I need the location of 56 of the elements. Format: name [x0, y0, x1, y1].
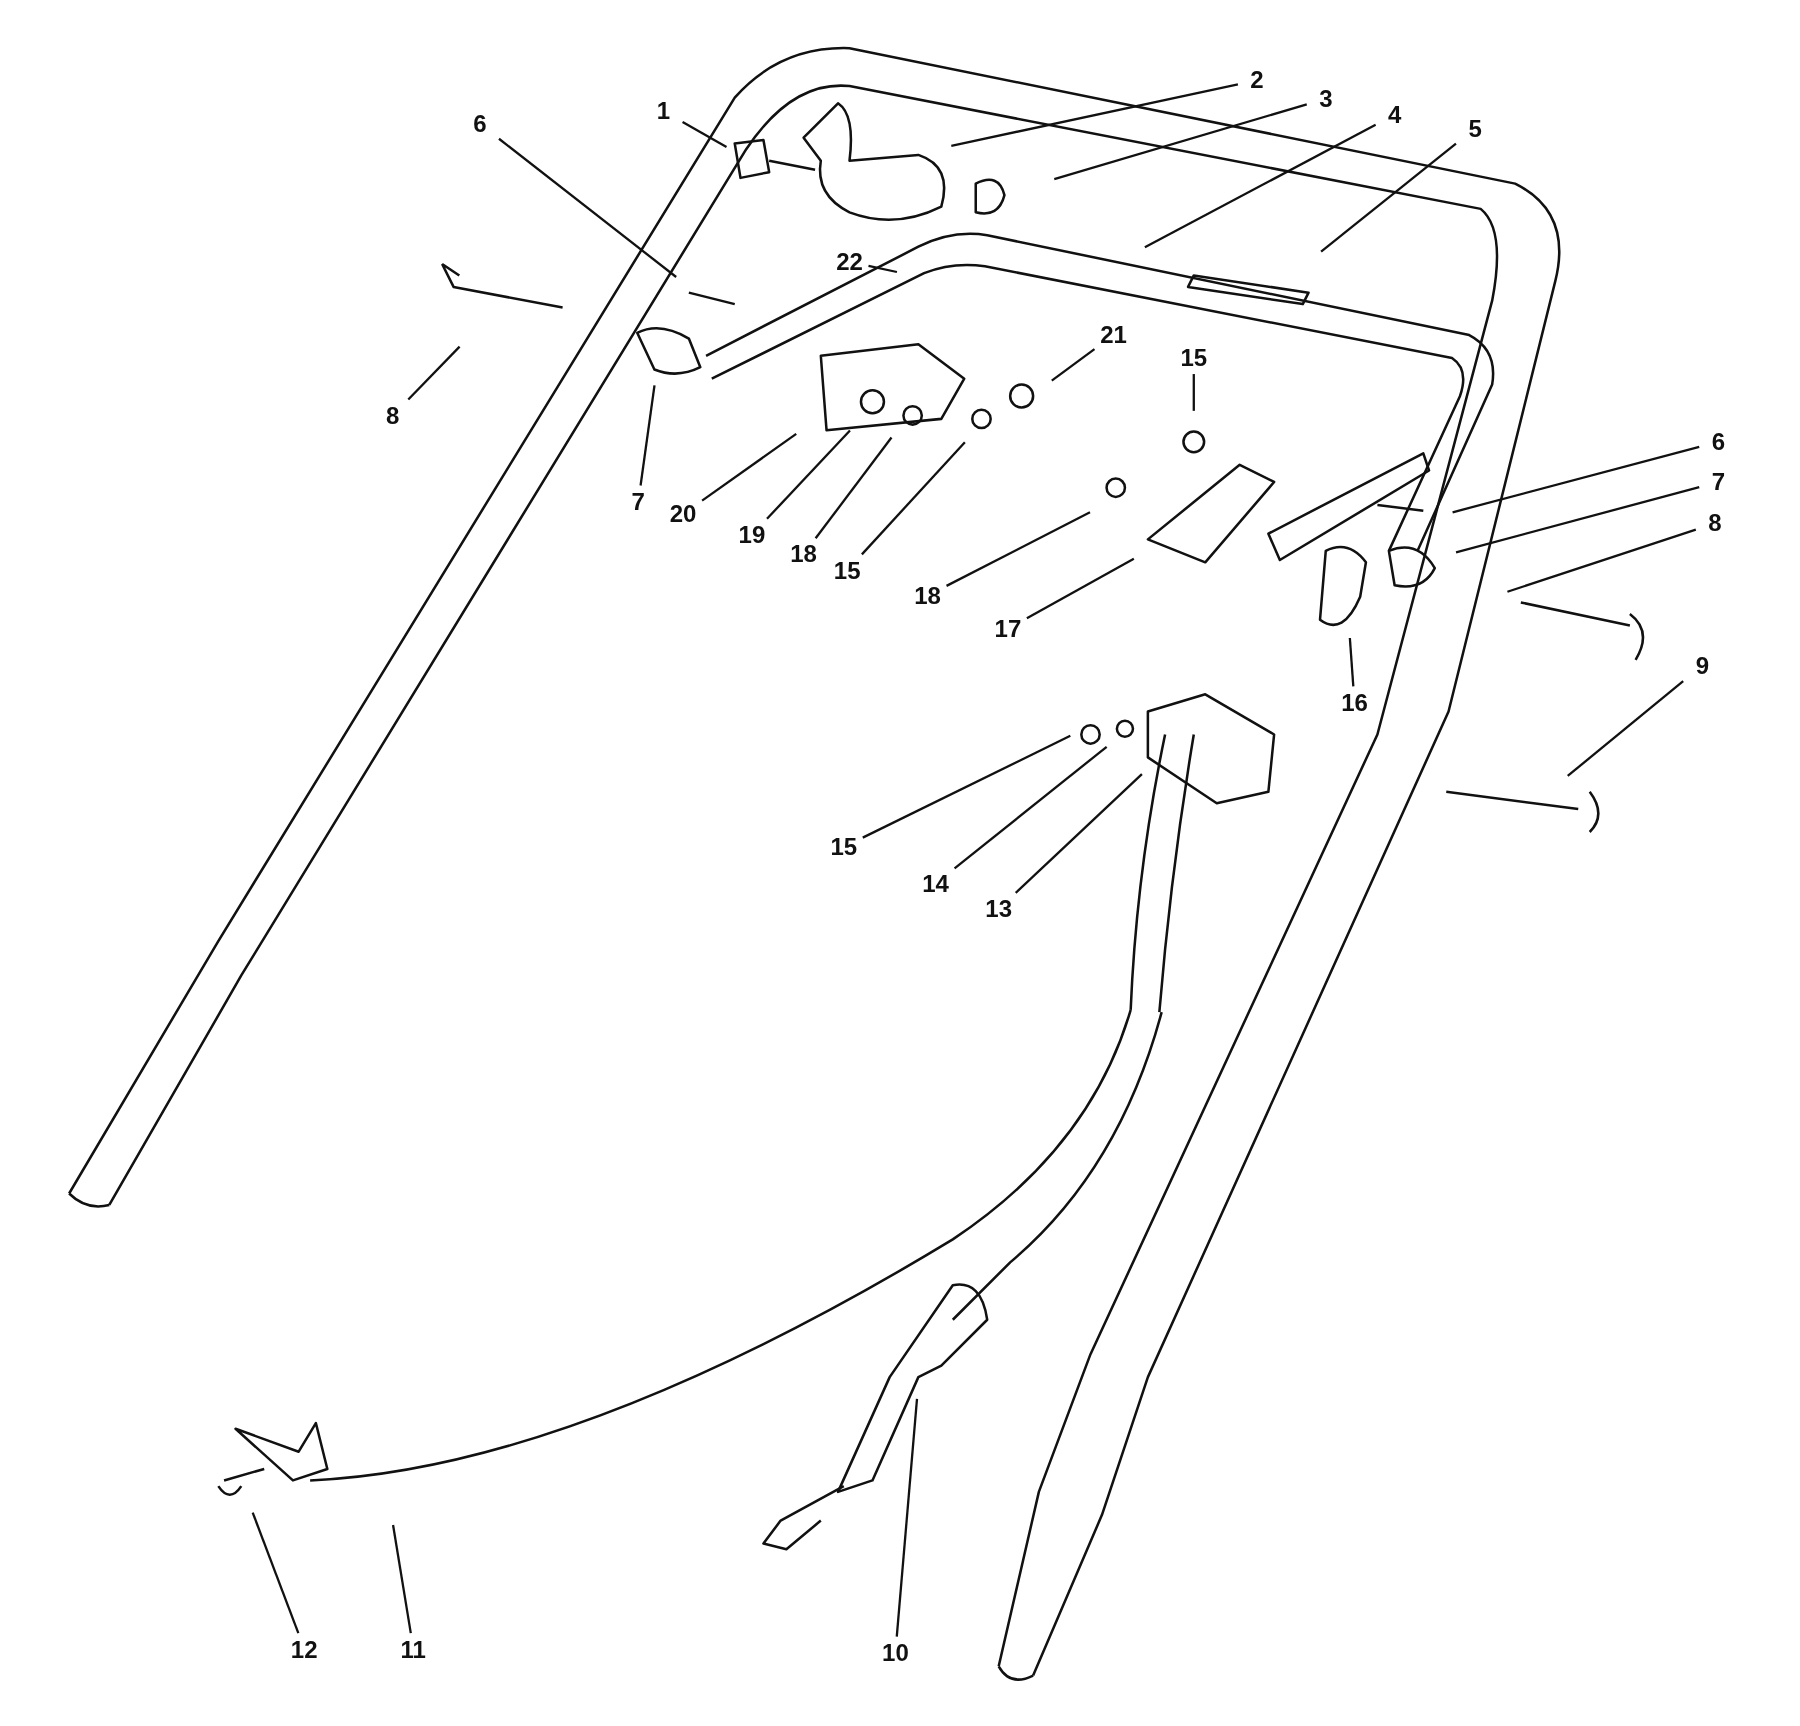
leader-line: [1566, 680, 1684, 777]
callout-number: 15: [828, 554, 867, 587]
leader-line: [862, 734, 1071, 839]
callout-number: 11: [394, 1633, 433, 1666]
callout-number: 19: [732, 518, 771, 551]
leader-line: [1507, 528, 1697, 593]
leader-line: [701, 432, 797, 502]
leader-line: [391, 1524, 412, 1634]
callout-number: 18: [784, 538, 823, 571]
leader-line: [1455, 486, 1700, 554]
leader-line: [1320, 142, 1457, 253]
callout-number: 2: [1238, 64, 1276, 97]
callout-number: 17: [988, 613, 1027, 646]
callout-number: 5: [1456, 112, 1495, 145]
callout-number: 1: [644, 95, 683, 128]
leader-line: [498, 137, 677, 278]
leader-line: [1192, 374, 1195, 411]
leader-line: [1348, 637, 1355, 687]
callout-number: 3: [1306, 82, 1345, 115]
callout-number: 7: [1699, 466, 1738, 499]
callout-number: 4: [1375, 98, 1414, 131]
leader-line: [1026, 557, 1135, 620]
leader-line: [946, 511, 1091, 587]
leader-line: [251, 1512, 300, 1634]
leader-line: [1014, 773, 1143, 894]
callout-number: 21: [1094, 319, 1133, 352]
leader-line: [895, 1398, 919, 1637]
callout-number: 13: [979, 893, 1018, 926]
callout-number: 20: [664, 498, 703, 531]
leader-line: [407, 345, 461, 401]
callout-number: 12: [285, 1633, 324, 1666]
callout-number: 16: [1335, 686, 1374, 719]
callout-number: 8: [373, 399, 412, 432]
callout-number: 18: [908, 579, 947, 612]
callout-number: 10: [876, 1637, 915, 1670]
leader-line: [639, 385, 656, 486]
leader-line: [1051, 348, 1096, 382]
callout-number: 8: [1696, 507, 1735, 540]
leader-line: [814, 436, 893, 539]
callout-number: 15: [824, 831, 863, 864]
leader-line: [766, 429, 851, 520]
leader-line: [868, 264, 898, 274]
callout-number: 7: [619, 485, 658, 518]
callout-number: 22: [830, 245, 869, 278]
leader-line: [682, 121, 728, 148]
callout-number: 15: [1174, 342, 1213, 375]
leader-line: [1452, 445, 1700, 514]
leader-line: [951, 83, 1239, 147]
callout-number: 14: [916, 867, 955, 900]
callout-number: 6: [460, 107, 499, 140]
leader-line: [861, 441, 966, 556]
leader-line: [1053, 103, 1308, 181]
leader-line: [1144, 123, 1377, 249]
callout-number: 6: [1699, 425, 1738, 458]
leader-line: [953, 745, 1108, 870]
callout-number: 9: [1683, 649, 1722, 682]
